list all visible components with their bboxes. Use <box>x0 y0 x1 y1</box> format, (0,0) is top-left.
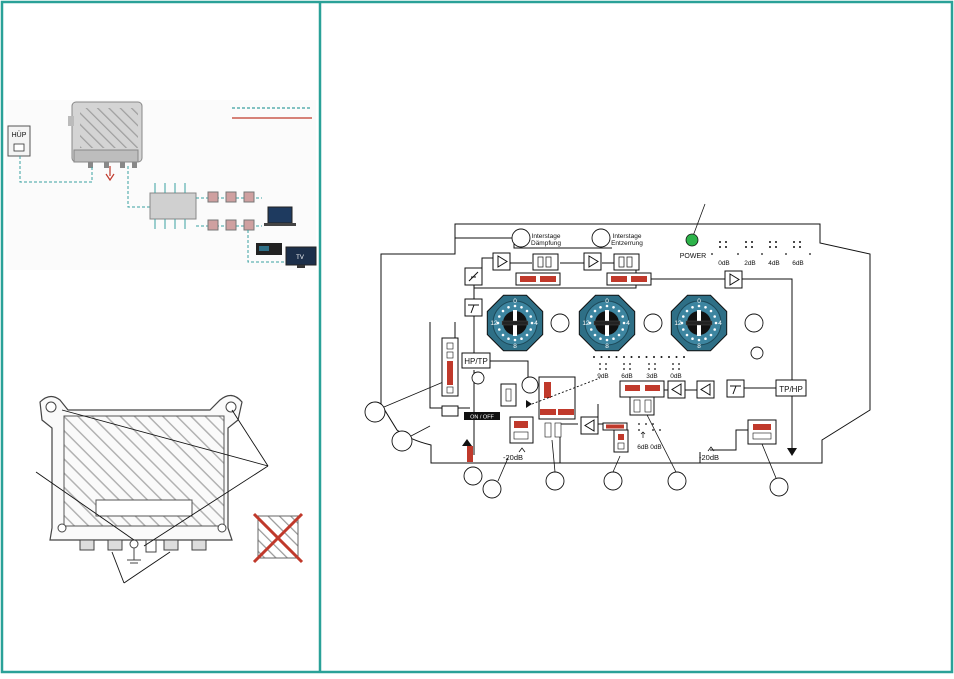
callout-circle <box>603 471 623 491</box>
on-off-switch <box>464 412 500 420</box>
svg-text:9dB: 9dB <box>597 373 609 380</box>
screw-hole-left <box>45 401 57 413</box>
knob-scale-label: 8 <box>697 343 701 350</box>
svg-text:0dB: 0dB <box>670 373 682 380</box>
outlet-row-2 <box>196 219 262 231</box>
power-db-selector: 0dB 2dB 4dB 6dB <box>711 241 811 267</box>
on-off-label: ON / OFF <box>470 415 494 421</box>
hp-tp-box <box>461 352 491 369</box>
wrong-mounting-icon <box>252 512 304 564</box>
callout-circle <box>550 313 570 333</box>
left-jumper-column <box>441 337 459 417</box>
svg-text:2dB: 2dB <box>744 260 756 267</box>
interstage-entzerrung-label: Interstage Entzerrung <box>611 233 643 247</box>
knob-scale-label: 4 <box>718 320 722 327</box>
knob-scale-label: 12 <box>582 320 590 327</box>
svg-text:Entzerrung: Entzerrung <box>611 240 643 247</box>
callout-circle <box>391 430 413 452</box>
rotary-knob-3: 0 4 8 12 <box>670 294 728 352</box>
callout-circle <box>667 471 687 491</box>
interstage-jumper-1 <box>515 253 561 286</box>
svg-text:0dB: 0dB <box>650 444 662 451</box>
multiswitch-photo <box>149 183 197 229</box>
pointer-left-hole <box>61 409 269 467</box>
svg-text:3dB: 3dB <box>646 373 658 380</box>
svg-text:Interstage: Interstage <box>532 233 561 240</box>
tv-icon: TV <box>285 246 317 268</box>
hp-tp-label: HP/TP <box>464 357 488 366</box>
minus20-jumper-left: -20dB <box>503 416 534 462</box>
rotary-knob-2: 0 4 8 12 <box>578 294 636 352</box>
svg-text:-20dB: -20dB <box>699 453 719 462</box>
board-outline <box>380 223 871 464</box>
svg-text:Dämpfung: Dämpfung <box>531 240 561 247</box>
svg-text:6dB: 6dB <box>792 260 804 267</box>
callout-circle <box>521 376 539 394</box>
laptop-icon <box>264 206 296 226</box>
pointer-right-hole <box>231 409 269 467</box>
output-arrow <box>787 448 797 456</box>
callout-circle <box>511 228 531 248</box>
knob-scale-label: 4 <box>626 320 630 327</box>
outlet-row-1 <box>196 191 262 203</box>
hup-box <box>7 125 31 157</box>
knob-scale-label: 8 <box>605 343 609 350</box>
hup-label: HÜP <box>12 131 27 139</box>
ground-screw <box>129 539 139 549</box>
interstage-daempfung-label: Interstage Dämpfung <box>531 233 561 247</box>
knob-scale-label: 12 <box>674 320 682 327</box>
knob-scale-label: 0 <box>513 298 517 305</box>
input-jumper <box>467 446 473 462</box>
pointer-ground <box>35 471 135 541</box>
svg-text:6dB: 6dB <box>621 373 633 380</box>
callout-circle <box>643 313 663 333</box>
callout-circle <box>463 466 483 486</box>
installation-sketch: HÜP <box>6 100 317 270</box>
knob-scale-label: 8 <box>513 343 517 350</box>
knob-scale-label: 0 <box>697 298 701 305</box>
power-led <box>685 233 699 247</box>
callout-circle <box>744 313 764 333</box>
tv-label: TV <box>296 255 304 261</box>
callout-circle <box>591 228 611 248</box>
screw-hole-right <box>225 401 237 413</box>
callout-circle <box>769 477 789 497</box>
housing-sketch <box>35 394 304 584</box>
callout-circle <box>471 371 485 385</box>
power-label: POWER <box>680 253 706 260</box>
dotted-pointer <box>531 377 601 405</box>
callout-circle <box>364 401 386 423</box>
tp-hp-label: TP/HP <box>779 385 803 394</box>
tp-hp-box <box>775 379 807 397</box>
amplifier-photo <box>68 101 143 168</box>
rotary-knob-1: 0 4 8 12 <box>486 294 544 352</box>
att-mid-selector: 9dB 6dB 3dB 0dB <box>593 356 685 380</box>
knob-scale-label: 0 <box>605 298 609 305</box>
svg-text:4dB: 4dB <box>768 260 780 267</box>
interstage-jumper-2 <box>606 253 652 286</box>
svg-text:6dB: 6dB <box>637 444 649 451</box>
knob-scale-label: 4 <box>534 320 538 327</box>
svg-text:-20dB: -20dB <box>503 453 523 462</box>
callout-circle <box>482 479 502 499</box>
callout-circle <box>545 471 565 491</box>
att-right-jumpers: 6dB 0dB <box>602 380 665 453</box>
center-jumpers <box>526 376 576 438</box>
svg-text:0dB: 0dB <box>718 260 730 267</box>
minus20-jumper-right: -20dB <box>699 419 777 462</box>
knob-scale-label: 12 <box>490 320 498 327</box>
svg-text:Interstage: Interstage <box>613 233 642 240</box>
callout-circle <box>750 346 764 360</box>
